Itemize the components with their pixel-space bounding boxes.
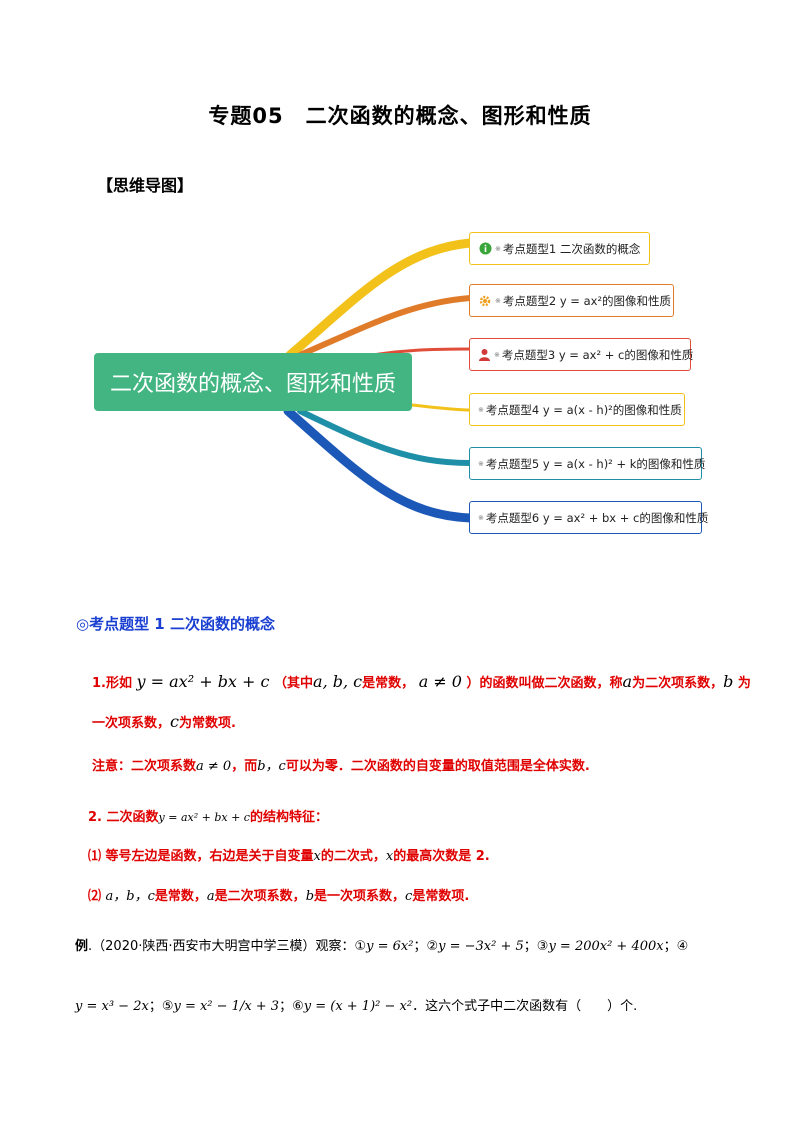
topic-tag: ※ xyxy=(478,459,484,468)
topic-label: 考点题型2 y = ax²的图像和性质 xyxy=(502,293,672,308)
mindmap-topic-5: ※ 考点题型5 y = a(x - h)² + k的图像和性质 xyxy=(469,447,705,480)
branch-1 xyxy=(285,238,475,360)
text: ；② xyxy=(413,939,439,954)
formula: y = ax² + bx + c xyxy=(136,672,270,691)
text: ⑵ xyxy=(88,889,106,904)
formula: y = 200x² + 400x xyxy=(548,939,664,954)
formula: y = (x + 1)² − x² xyxy=(303,999,413,1014)
structure-heading: 2. 二次函数y = ax² + bx + c的结构特征： xyxy=(88,806,328,825)
text: 的结构特征： xyxy=(249,810,328,825)
topic-label: 考点题型6 y = ax² + bx + c的图像和性质 xyxy=(485,510,709,525)
text: 为二次项系数， xyxy=(632,676,724,691)
mindmap-topic-3: ※ 考点题型3 y = ax² + c的图像和性质 xyxy=(469,338,694,371)
formula: c xyxy=(170,712,179,731)
text: 是常数， xyxy=(362,676,415,691)
branch-5 xyxy=(297,408,473,466)
text: ；④ xyxy=(663,939,689,954)
example-line-2: y = x³ − 2x；⑤y = x² − 1/x + 3；⑥y = (x + … xyxy=(75,995,637,1014)
branch-4 xyxy=(410,403,472,412)
definition-paragraph: 1.形如 y = ax² + bx + c （其中a, b, c是常数， a ≠… xyxy=(92,672,751,691)
text: 的最高次数是 2. xyxy=(393,849,490,864)
formula: a ≠ 0 xyxy=(196,759,232,774)
formula: y = x² − 1/x + 3 xyxy=(173,999,280,1014)
info-icon xyxy=(478,242,492,256)
formula: y = −3x² + 5 xyxy=(438,939,524,954)
gear-icon xyxy=(478,294,492,308)
text: ⑴ 等号左边是函数，右边是关于自变量 xyxy=(88,849,314,864)
text: ；③ xyxy=(523,939,549,954)
branch-2 xyxy=(297,295,473,358)
text: 的二次式， xyxy=(320,849,386,864)
mindmap-topic-2: ※ 考点题型2 y = ax²的图像和性质 xyxy=(469,284,674,317)
topic-label: 考点题型4 y = a(x - h)²的图像和性质 xyxy=(485,402,682,417)
formula: a，b，c xyxy=(105,889,155,904)
feature-2: ⑵ a，b，c是常数，a是二次项系数，b是一次项系数，c是常数项. xyxy=(88,885,469,904)
text: ；⑥ xyxy=(279,999,304,1014)
example-label: 例 xyxy=(75,939,89,954)
topic-tag: ※ xyxy=(495,296,501,305)
mindmap-connectors xyxy=(283,238,475,523)
text: 是一次项系数， xyxy=(314,889,406,904)
formula: y = ax² + bx + c xyxy=(158,811,250,824)
note-paragraph: 注意：二次项系数a ≠ 0，而b，c可以为零．二次函数的自变量的取值范围是全体实… xyxy=(92,755,590,774)
example-line-1: 例.（2020·陕西·西安市大明宫中学三模）观察：①y = 6x²；②y = −… xyxy=(75,935,688,954)
formula: y = 6x² xyxy=(366,939,414,954)
text: ；⑤ xyxy=(148,999,174,1014)
text: ）的函数叫做二次函数，称 xyxy=(466,676,623,691)
topic-label: 考点题型1 二次函数的概念 xyxy=(502,241,641,256)
mindmap-topic-1: ※ 考点题型1 二次函数的概念 xyxy=(469,232,650,265)
text: 为 xyxy=(737,676,751,691)
mindmap-heading: 【思维导图】 xyxy=(97,176,194,195)
text: 注意：二次项系数 xyxy=(92,759,197,774)
topic-label: 考点题型5 y = a(x - h)² + k的图像和性质 xyxy=(485,456,706,471)
page-title: 专题05 二次函数的概念、图形和性质 xyxy=(208,104,592,128)
topic-tag: ※ xyxy=(478,405,484,414)
text: ，而 xyxy=(231,759,258,774)
text: 是二次项系数， xyxy=(214,889,306,904)
feature-1: ⑴ 等号左边是函数，右边是关于自变量x的二次式，x的最高次数是 2. xyxy=(88,845,490,864)
formula: a xyxy=(206,889,215,904)
formula: x xyxy=(385,849,394,864)
mindmap-topic-4: ※ 考点题型4 y = a(x - h)²的图像和性质 xyxy=(469,393,685,426)
topic-tag: ※ xyxy=(495,244,501,253)
text: （其中 xyxy=(274,676,314,691)
mindmap-central-node: 二次函数的概念、图形和性质 xyxy=(94,353,412,411)
formula: a xyxy=(622,672,633,691)
topic-tag: ※ xyxy=(478,513,484,522)
formula: y = x³ − 2x xyxy=(75,999,149,1014)
definition-continued: 一次项系数，c为常数项. xyxy=(92,712,236,731)
formula: a, b, c xyxy=(313,672,363,691)
text: .（2020·陕西·西安市大明宫中学三模）观察：① xyxy=(88,939,367,954)
mindmap-topic-6: ※ 考点题型6 y = ax² + bx + c的图像和性质 xyxy=(469,501,708,534)
text: 1.形如 xyxy=(92,676,132,691)
formula: b xyxy=(723,672,734,691)
text: 2. 二次函数 xyxy=(88,810,159,825)
text: ．这六个式子中二次函数有（ ）个. xyxy=(412,999,638,1014)
topic-label: 考点题型3 y = ax² + c的图像和性质 xyxy=(501,347,694,362)
formula: b xyxy=(305,889,315,904)
formula: x xyxy=(313,849,321,864)
formula: b，c xyxy=(257,759,286,774)
text: 是常数， xyxy=(154,889,207,904)
branch-6 xyxy=(283,406,475,523)
text: 可以为零．二次函数的自变量的取值范围是全体实数. xyxy=(285,759,590,774)
topic-tag: ※ xyxy=(494,350,500,359)
formula: c xyxy=(405,889,413,904)
text: 为常数项. xyxy=(178,716,236,731)
formula: a ≠ 0 xyxy=(418,672,462,691)
section-heading: ◎考点题型 1 二次函数的概念 xyxy=(76,615,275,633)
text: 一次项系数， xyxy=(92,716,171,731)
text: 是常数项. xyxy=(412,889,470,904)
user-icon xyxy=(478,348,491,362)
